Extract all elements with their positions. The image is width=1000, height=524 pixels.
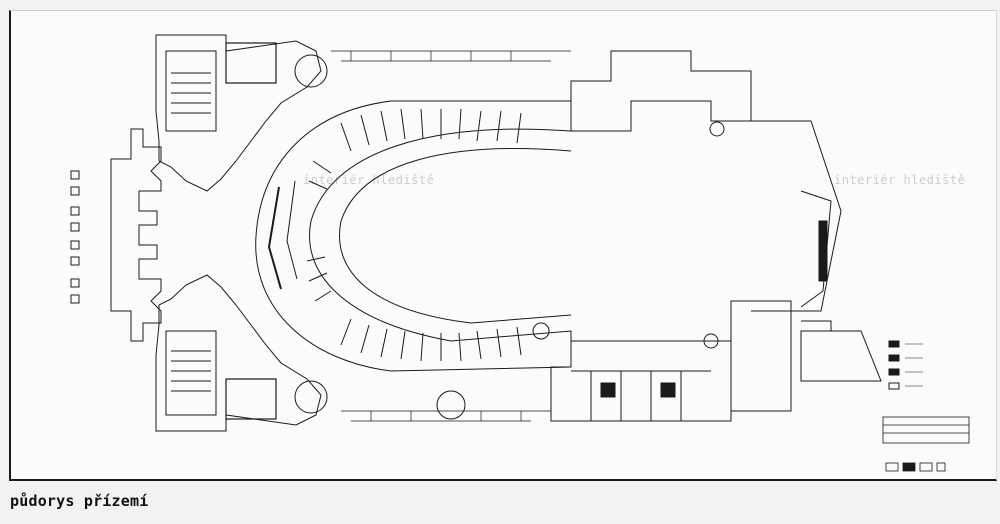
stage-and-backstage — [436, 50, 882, 422]
bottom-left-wing — [155, 274, 328, 432]
bleed-through-text-left: interiér hlediště — [303, 173, 435, 187]
auditorium-horseshoe — [255, 100, 572, 372]
drawing-caption: půdorys přízemí — [10, 492, 149, 510]
floor-plan — [70, 34, 970, 472]
bleed-through-text-right: interiér hlediště — [834, 173, 966, 187]
legend-swatches — [888, 340, 923, 390]
entrance-arcade — [70, 128, 162, 342]
top-left-wing — [155, 34, 328, 192]
drawing-sheet: interiér hlediště interiér hlediště — [9, 10, 997, 481]
title-block — [882, 416, 970, 472]
top-corridor — [331, 50, 571, 422]
